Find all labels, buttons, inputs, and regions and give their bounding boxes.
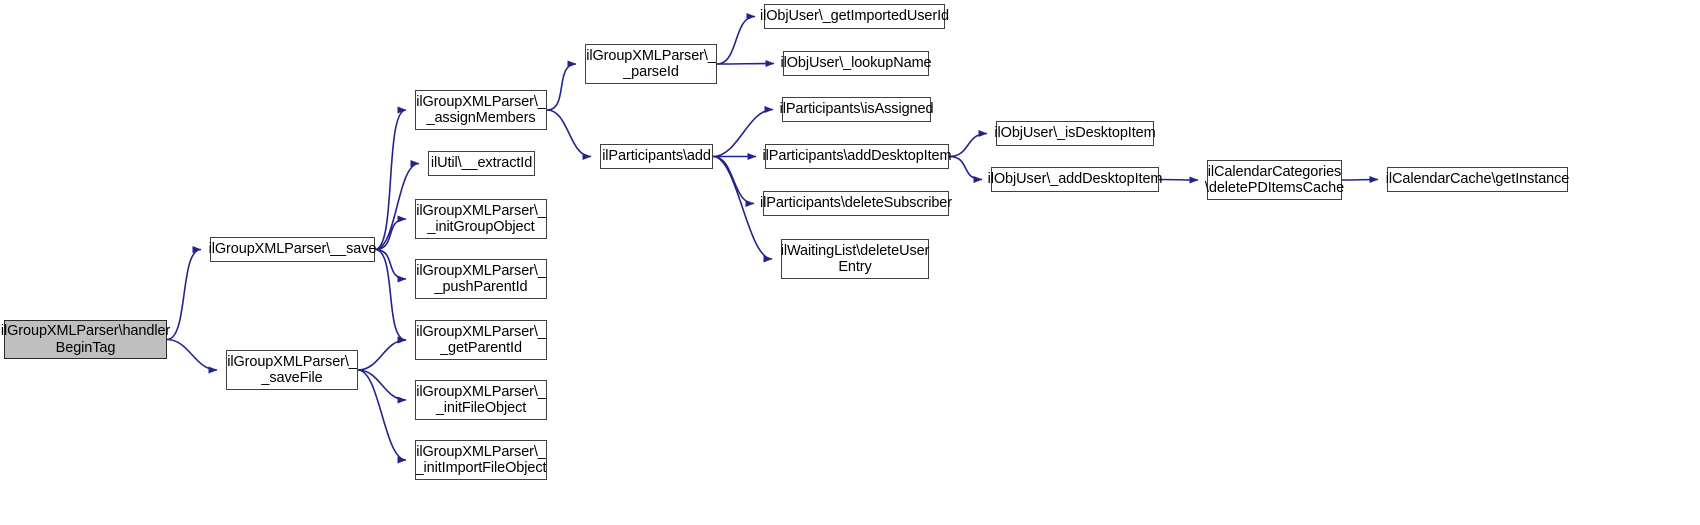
graph-node[interactable]: ilGroupXMLParser\__save <box>209 237 376 262</box>
graph-edge <box>374 248 407 283</box>
graph-edge <box>357 336 407 371</box>
graph-edge <box>374 160 420 251</box>
graph-edge <box>374 106 407 251</box>
graph-node[interactable]: ilParticipants\deleteSubscriber <box>760 191 952 216</box>
graph-edge <box>546 60 577 111</box>
graph-edge <box>712 155 755 207</box>
graph-edge <box>948 130 988 158</box>
graph-node[interactable]: ilWaitingList\deleteUser Entry <box>781 239 929 279</box>
graph-edge <box>166 246 202 341</box>
graph-node[interactable]: ilCalendarCategories \deletePDItemsCache <box>1205 160 1344 200</box>
graph-edge <box>1341 176 1379 184</box>
graph-edge <box>546 109 592 160</box>
graph-edge <box>948 155 983 183</box>
graph-node[interactable]: ilParticipants\addDesktopItem <box>763 144 952 169</box>
graph-node[interactable]: ilGroupXMLParser\_ _initGroupObject <box>415 199 547 239</box>
graph-node[interactable]: ilGroupXMLParser\_ _pushParentId <box>415 259 547 299</box>
graph-node[interactable]: ilObjUser\_addDesktopItem <box>988 167 1163 192</box>
graph-node[interactable]: ilParticipants\add <box>600 144 713 169</box>
graph-node[interactable]: ilGroupXMLParser\_ _parseId <box>585 44 717 84</box>
graph-node[interactable]: ilObjUser\_lookupName <box>780 51 932 76</box>
graph-node[interactable]: ilObjUser\_getImportedUserId <box>760 4 949 29</box>
graph-edge <box>374 248 407 344</box>
graph-node[interactable]: ilGroupXMLParser\_ _initFileObject <box>415 380 547 420</box>
graph-edge <box>374 215 407 251</box>
graph-edge <box>357 369 407 404</box>
graph-edge <box>357 369 407 464</box>
graph-node[interactable]: ilGroupXMLParser\_ _getParentId <box>415 320 547 360</box>
graph-node[interactable]: ilGroupXMLParser\_ _initImportFileObject <box>415 440 547 480</box>
graph-node[interactable]: ilObjUser\_isDesktopItem <box>994 121 1156 146</box>
graph-node[interactable]: ilUtil\__extractId <box>428 151 535 176</box>
graph-edge <box>716 60 775 68</box>
graph-edge <box>1158 176 1199 184</box>
graph-node: ilGroupXMLParser\handler BeginTag <box>1 320 170 359</box>
graph-edge <box>166 338 218 374</box>
graph-node[interactable]: ilGroupXMLParser\_ _assignMembers <box>415 90 547 130</box>
graph-node[interactable]: ilParticipants\isAssigned <box>780 97 934 122</box>
graph-node[interactable]: ilCalendarCache\getInstance <box>1386 167 1569 192</box>
graph-node[interactable]: ilGroupXMLParser\_ _saveFile <box>226 350 358 390</box>
graph-edge <box>716 13 756 65</box>
